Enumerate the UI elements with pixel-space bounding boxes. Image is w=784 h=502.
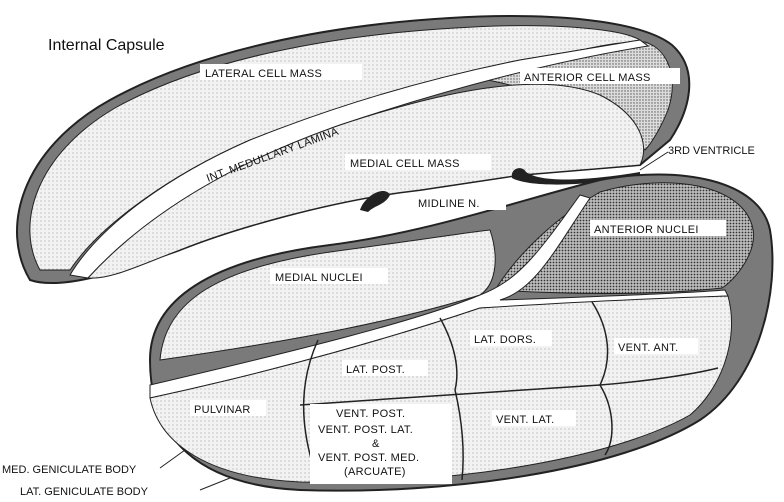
- label-bg: [190, 400, 266, 416]
- label-medial-nuclei: MEDIAL NUCLEI: [275, 272, 363, 284]
- label-pulvinar: PULVINAR: [194, 404, 251, 416]
- label-bg: [412, 194, 506, 210]
- med-geniculate-leader: [159, 449, 186, 469]
- label-lat-post: LAT. POST.: [346, 364, 405, 376]
- label-anterior-nuclei: ANTERIOR NUCLEI: [594, 224, 699, 236]
- label-bg: [492, 410, 576, 426]
- label-bg: [342, 360, 428, 376]
- label-bg: [520, 68, 680, 84]
- boundary-horizontal: [299, 367, 719, 406]
- medial-cell-mass-region: [86, 83, 645, 279]
- midline-hook-left: [360, 190, 390, 212]
- label-bg: [470, 330, 552, 346]
- label-bg: [345, 154, 491, 170]
- label-vent-post-med: VENT. POST. MED.: [318, 452, 419, 464]
- label-med-geniculate-body: MED. GENICULATE BODY: [2, 464, 137, 476]
- label-vent-lat: VENT. LAT.: [496, 414, 554, 426]
- label-arcuate: (ARCUATE): [344, 466, 406, 478]
- boundary-ventlat-right: [599, 384, 613, 456]
- label-bg: [270, 268, 388, 284]
- label-lat-dors: LAT. DORS.: [474, 334, 536, 346]
- medial-nuclei-region: [159, 229, 496, 361]
- boundary-ventant: [591, 301, 609, 386]
- lat-geniculate-leader: [199, 477, 231, 491]
- label-lateral-cell-mass: LATERAL CELL MASS: [205, 68, 322, 80]
- label-bg: [200, 64, 362, 80]
- label-midline-n: MIDLINE N.: [418, 198, 480, 210]
- label-anterior-cell-mass: ANTERIOR CELL MASS: [524, 72, 651, 84]
- label-vent-post-amp: &: [372, 438, 380, 450]
- label-vent-post: VENT. POST.: [336, 408, 405, 420]
- label-vent-post-lat: VENT. POST. LAT.: [318, 424, 413, 436]
- internal-capsule-title: Internal Capsule: [48, 37, 165, 54]
- lateral-nuclei-region: [149, 295, 732, 483]
- anterior-nuclei-region: [494, 182, 755, 294]
- lower-section: [148, 173, 774, 492]
- label-3rd-ventricle: 3RD VENTRICLE: [668, 145, 755, 157]
- label-vent-ant: VENT. ANT.: [618, 342, 678, 354]
- label-bg: [590, 220, 726, 236]
- label-bg: [310, 404, 452, 484]
- boundary-ventlat: [454, 389, 464, 481]
- boundary-latpost-latdors: [439, 317, 458, 391]
- label-bg: [614, 338, 698, 354]
- label-medial-cell-mass: MEDIAL CELL MASS: [350, 158, 460, 170]
- boundary-pulvinar: [302, 339, 319, 463]
- label-lat-geniculate-body: LAT. GENICULATE BODY: [20, 486, 149, 498]
- third-ventricle-leader: [639, 151, 669, 171]
